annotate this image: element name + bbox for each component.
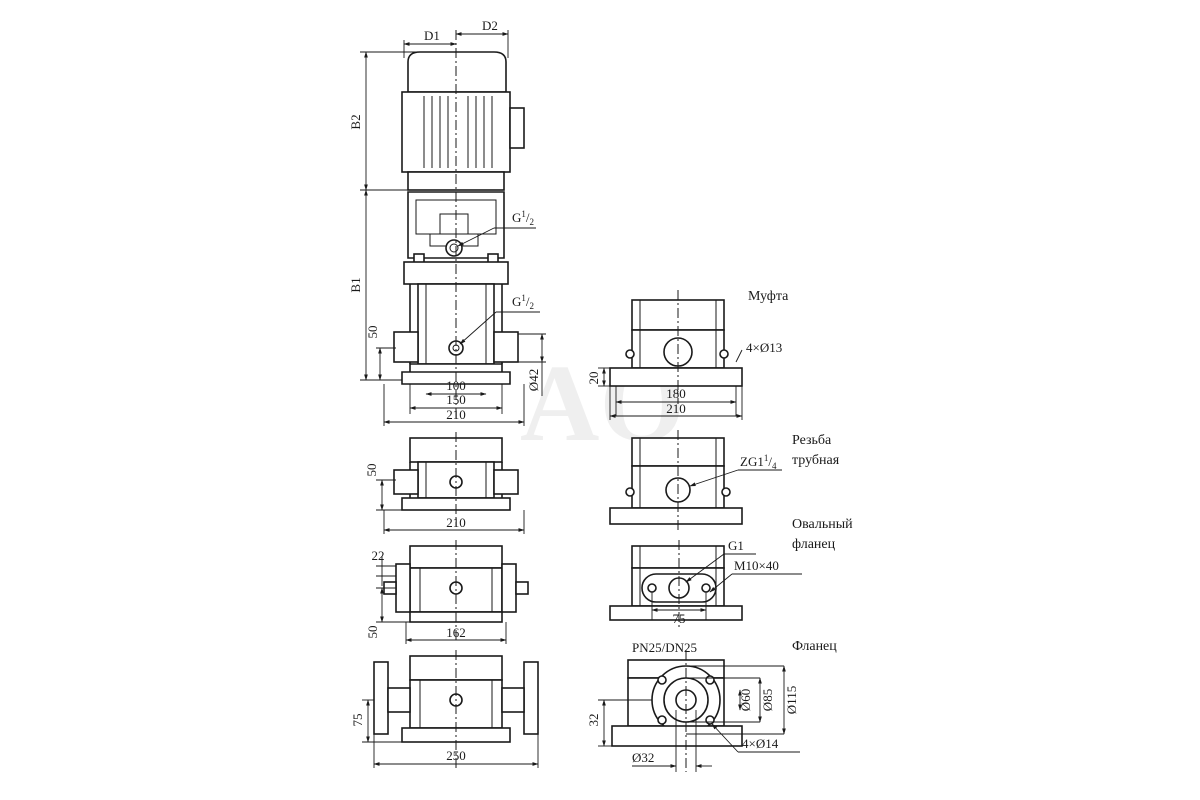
dim-100: 100 — [446, 378, 466, 393]
thread-title-1: Резьба — [792, 433, 832, 448]
inlet-port — [393, 331, 419, 363]
coupling-holes: 4×Ø13 — [746, 340, 782, 355]
coupling-dim-20: 20 — [586, 372, 601, 385]
v3-dim-50: 50 — [365, 626, 380, 639]
dim-b2: B2 — [348, 114, 363, 129]
terminal-box — [509, 107, 525, 149]
dim-b1: B1 — [348, 277, 363, 292]
thread-view: Резьба трубная ZG11/4 — [609, 430, 840, 532]
dim-d1: D1 — [424, 28, 440, 43]
flange-dia32: Ø32 — [632, 750, 654, 765]
flange-view: Фланец PN25/DN25 Ø60 Ø85 Ø115 32 Ø32 4×Ø… — [586, 639, 837, 772]
flange-dia115: Ø115 — [784, 686, 799, 714]
v2-dim-50: 50 — [364, 464, 379, 477]
oval-flange-view: Овальный фланец G1 M10×40 75 — [609, 517, 853, 630]
flange-holes: 4×Ø14 — [742, 736, 779, 751]
dim-dia42: Ø42 — [526, 369, 541, 391]
v3-dim-162: 162 — [446, 625, 466, 640]
flange-dia60: Ø60 — [738, 689, 753, 711]
thread-port-label: ZG11/4 — [740, 453, 777, 471]
flange-dia85: Ø85 — [760, 689, 775, 711]
oval-base-view-left: 22 50 162 — [365, 540, 529, 644]
drain-port-top — [445, 239, 463, 257]
v2-dim-210: 210 — [446, 515, 466, 530]
coupling-dim-180: 180 — [666, 386, 686, 401]
flanged-base-view-left: 75 250 — [350, 650, 539, 770]
port-label-bottom: G1/2 — [512, 293, 534, 311]
flange-dim-32: 32 — [586, 714, 601, 727]
coupling-dim-210: 210 — [666, 401, 686, 416]
oval-title-2: фланец — [792, 537, 836, 552]
dim-d2: D2 — [482, 18, 498, 33]
dim-50: 50 — [365, 326, 380, 339]
dim-150: 150 — [446, 392, 466, 407]
coupling-view: Муфта 4×Ø13 20 180 210 — [586, 289, 789, 420]
threaded-base-view-left: 50 210 — [364, 432, 525, 534]
oval-g1: G1 — [728, 538, 744, 553]
oval-bolts: M10×40 — [734, 558, 779, 573]
main-pump-view: D1 D2 B2 B1 50 100 150 210 Ø42 G1/2 — [348, 18, 546, 426]
v3-dim-22: 22 — [372, 548, 385, 563]
flange-pn: PN25/DN25 — [632, 640, 697, 655]
thread-title-2: трубная — [792, 453, 840, 468]
oval-dim-75: 75 — [673, 611, 686, 626]
motor-fins — [423, 96, 493, 168]
v4-dim-250: 250 — [446, 748, 466, 763]
outlet-port — [493, 331, 519, 363]
flange-title: Фланец — [792, 639, 837, 654]
motor-cap — [407, 51, 507, 93]
coupling-title: Муфта — [748, 289, 789, 304]
v4-dim-75: 75 — [350, 714, 365, 727]
dim-210-main: 210 — [446, 407, 466, 422]
port-label-top: G1/2 — [512, 209, 534, 227]
oval-title-1: Овальный — [792, 517, 853, 532]
